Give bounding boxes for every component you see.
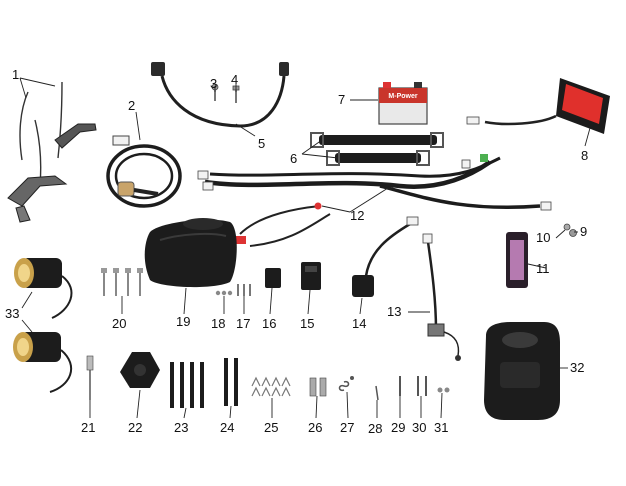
label-31: 31 — [434, 420, 448, 435]
label-15: 15 — [300, 316, 314, 331]
part-26-fittings — [309, 377, 327, 397]
label-2: 2 — [128, 98, 135, 113]
label-7: 7 — [338, 92, 345, 107]
label-5: 5 — [258, 136, 265, 151]
label-8: 8 — [581, 148, 588, 163]
part-28-pin — [375, 385, 379, 401]
label-11: 11 — [536, 261, 550, 276]
part-30-bolts — [417, 376, 427, 396]
part-14-switch — [352, 216, 419, 297]
part-23-hoses — [170, 362, 204, 408]
part-10-nut — [563, 223, 571, 231]
label-20: 20 — [112, 316, 126, 331]
cdi-unit-icon — [144, 218, 237, 288]
label-17: 17 — [236, 316, 250, 331]
label-28: 28 — [368, 421, 382, 436]
relay-icon — [301, 262, 321, 290]
label-27: 27 — [340, 420, 354, 435]
label-25: 25 — [264, 420, 278, 435]
fuel-tank-cap-icon — [120, 352, 160, 388]
leader-lines — [19, 77, 591, 419]
label-21: 21 — [81, 420, 95, 435]
label-9: 9 — [580, 224, 587, 239]
part-16-relay — [265, 268, 281, 288]
label-29: 29 — [391, 420, 405, 435]
part-13-sensor — [422, 233, 461, 361]
label-22: 22 — [128, 420, 142, 435]
label-12: 12 — [350, 208, 364, 223]
label-26: 26 — [308, 420, 322, 435]
label-18: 18 — [211, 316, 225, 331]
part-21-sensor — [86, 355, 94, 400]
part-27-spring — [338, 376, 354, 392]
battery-brand: M-Power — [388, 93, 417, 100]
label-4: 4 — [231, 72, 238, 87]
label-33: 33 — [5, 306, 19, 321]
part-1-brake-cables — [7, 81, 97, 223]
part-9-nut — [569, 229, 577, 237]
part-20-bolt-set — [101, 268, 143, 296]
label-3: 3 — [210, 76, 217, 91]
label-10: 10 — [536, 230, 550, 245]
wiring-harness-icon — [197, 154, 552, 247]
part-6-rubber-straps — [310, 132, 444, 166]
label-30: 30 — [412, 420, 426, 435]
part-24-hoses — [224, 358, 238, 406]
part-number-labels: 1 2 3 4 5 6 7 8 9 10 11 12 13 14 15 16 1… — [5, 67, 588, 436]
part-18-nuts — [215, 290, 233, 296]
headlight-icon — [13, 258, 73, 393]
part-5-wire-loop — [151, 62, 289, 128]
label-24: 24 — [220, 420, 234, 435]
part-31-nuts — [437, 387, 450, 393]
label-19: 19 — [176, 314, 190, 329]
part-25-clips — [251, 376, 291, 397]
label-14: 14 — [352, 316, 366, 331]
label-13: 13 — [387, 304, 401, 319]
label-16: 16 — [262, 316, 276, 331]
part-17-bolts — [237, 284, 251, 296]
label-23: 23 — [174, 420, 188, 435]
cover-icon — [484, 322, 560, 420]
battery-icon: M-Power — [378, 82, 428, 125]
part-2-ignition-coil — [106, 135, 182, 208]
tail-light-icon — [466, 78, 610, 134]
label-1: 1 — [12, 67, 19, 82]
label-6: 6 — [290, 151, 297, 166]
label-32: 32 — [570, 360, 584, 375]
part-11-reflector — [506, 232, 528, 288]
